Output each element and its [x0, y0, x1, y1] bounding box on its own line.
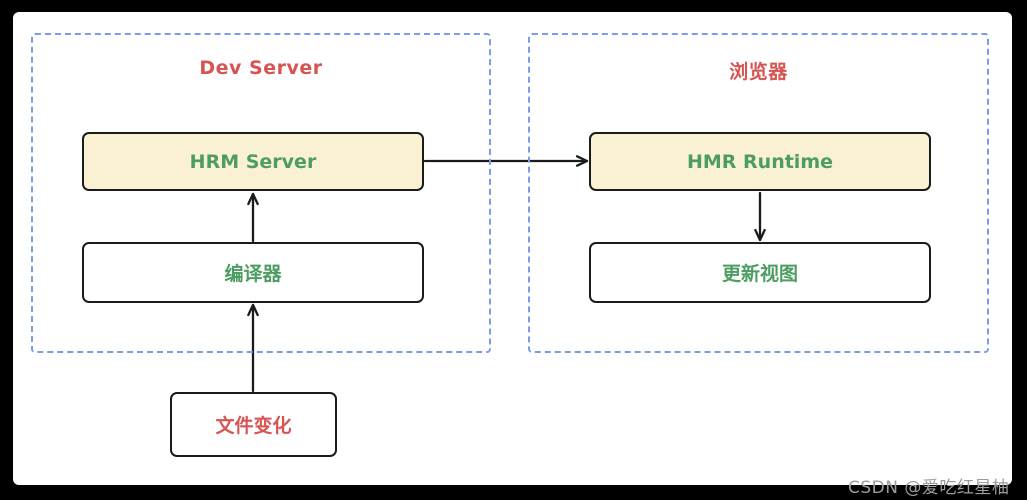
node-update-view: 更新视图 — [589, 242, 931, 303]
node-file-change: 文件变化 — [170, 392, 337, 457]
node-label-file-change: 文件变化 — [215, 415, 292, 437]
panel-dev-server: Dev Server — [31, 33, 491, 353]
node-hmr-runtime: HMR Runtime — [589, 132, 931, 191]
node-label-hmr-runtime: HMR Runtime — [686, 150, 834, 173]
node-hrm-server: HRM Server — [82, 132, 424, 191]
node-label-compiler: 编译器 — [224, 263, 282, 285]
watermark: CSDN @爱吃红星柚 — [848, 478, 1010, 498]
node-compiler: 编译器 — [82, 242, 424, 303]
panel-browser: 浏览器 — [528, 33, 989, 353]
node-label-hrm-server: HRM Server — [189, 150, 317, 173]
node-label-update-view: 更新视图 — [721, 263, 798, 285]
diagram-canvas: Dev Server 浏览器 HRM Server 编译器 HMR Runtim… — [13, 12, 1012, 485]
panel-title-dev-server: Dev Server — [199, 57, 323, 79]
panel-title-browser: 浏览器 — [729, 61, 788, 83]
